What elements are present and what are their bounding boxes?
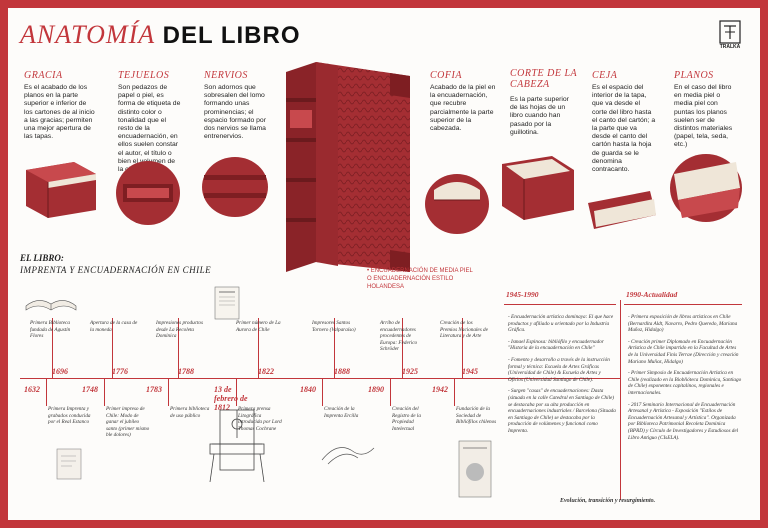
part-text-corte-cabeza: Es la parte superior de las hojas de un … (510, 96, 569, 136)
book-detail-cofia (425, 174, 489, 234)
timeline-tick (112, 318, 113, 378)
timeline-year: 13 de febrero de 1812 (214, 385, 248, 412)
logo-text: TRALKA (719, 44, 741, 50)
timeline-tick (322, 378, 323, 406)
timeline-tick (168, 378, 169, 406)
part-heading-planos: PLANOS (674, 70, 714, 81)
part-text-ceja: Es el espacio del interior de la tapa, q… (592, 84, 656, 174)
section-subtitle: IMPRENTA Y ENCUADERNACIÓN EN CHILE (20, 265, 212, 275)
title-italic: ANATOMÍA (20, 20, 156, 49)
part-text-gracia: Es el acabado de los planos en la parte … (24, 84, 95, 141)
period-items-1945-1990: - Encuadernación artística dominaya: El … (508, 314, 616, 440)
timeline-year: 1888 (334, 367, 350, 376)
period-heading-1990-actualidad: 1990-Actualidad (626, 290, 678, 299)
printing-press-sketch (209, 409, 265, 483)
section-heading: EL LIBRO: IMPRENTA Y ENCUADERNACIÓN EN C… (20, 252, 211, 276)
title-bold: DEL LIBRO (162, 22, 301, 49)
timeline-tick (236, 378, 237, 406)
timeline-year: 1822 (258, 367, 274, 376)
document-sketch (56, 448, 82, 480)
book-detail-nervios (202, 157, 268, 217)
part-heading-cofia: COFIA (430, 70, 462, 81)
timeline-tick (178, 318, 179, 378)
timeline-event: Creación de la Imprenta Ercilla (324, 406, 359, 419)
timeline-year: 1890 (368, 385, 384, 394)
timeline-year: 1945 (462, 367, 478, 376)
aurora-chile-sketch (214, 286, 240, 320)
timeline-event: Impresores Santos Tornero (Valparaíso) (312, 320, 356, 333)
period-item: - Primera exposición de libros artístico… (628, 314, 738, 334)
part-heading-ceja: CEJA (592, 70, 618, 81)
timeline-tick (104, 378, 105, 406)
timeline-event: Primera Imprenta y grabados conducida po… (48, 406, 91, 426)
timeline-year: 1925 (402, 367, 418, 376)
period-item: - Surgen "casas" de encuadernaciones: Da… (508, 388, 616, 434)
part-text-nervios: Son adornos que sobresalen del lomo form… (204, 84, 266, 141)
book-detail-tejuelos (116, 161, 180, 225)
timeline-year: 1783 (146, 385, 162, 394)
logo: TRALKA (715, 20, 745, 56)
timeline-tick (258, 318, 259, 378)
timeline-event: Primera biblioteca de uso público (170, 406, 210, 419)
timeline-tick (454, 378, 455, 406)
timeline-tick (52, 318, 53, 378)
timeline-event: Fundación de la Sociedad de Bibliófilos … (456, 406, 497, 426)
timeline-tick (462, 318, 463, 378)
timeline-tick (402, 318, 403, 378)
book-caption: • ENCUADERNACIÓN DE MEDIA PIEL O ENCUADE… (367, 268, 473, 290)
open-book-sketch (25, 300, 77, 311)
timeline-event: Primera prensa Litográfica introducida p… (238, 406, 282, 432)
timeline-event: Primer número de La Aurora de Chile (236, 320, 281, 333)
period-items-1990-actualidad: - Primera exposición de libros artístico… (628, 314, 742, 446)
divider (624, 304, 742, 305)
section-title: EL LIBRO: (20, 253, 64, 263)
divider (504, 304, 616, 305)
period-item: - Fomento y desarrollo a través de la in… (508, 356, 610, 383)
timeline-event: Apertura de la casa de la moneda (90, 320, 138, 333)
timeline-year: 1942 (432, 385, 448, 394)
book-detail-gracia (26, 162, 96, 218)
main-book-illustration (286, 62, 410, 272)
period-item: - 2017 Seminario Internacional de Encuad… (628, 401, 739, 441)
timeline-event: Primer impreso de Chile: Modo de ganar e… (106, 406, 150, 439)
part-heading-gracia: GRACIA (24, 70, 63, 81)
column-divider (620, 300, 621, 500)
book-detail-planos (670, 154, 742, 222)
timeline-axis (20, 378, 620, 379)
part-heading-nervios: NERVIOS (204, 70, 248, 81)
timeline-tick (46, 378, 47, 406)
timeline-year: 1788 (178, 367, 194, 376)
timeline-tick (334, 318, 335, 378)
part-text-cofia: Acabado de la piel en la encuadernación,… (430, 84, 496, 133)
part-heading-corte-cabeza: CORTE DE LA CABEZA (510, 68, 577, 90)
timeline-event: Creación del Registro de la Propiedad In… (392, 406, 421, 432)
logo-icon (719, 20, 741, 44)
timeline-year: 1632 (24, 385, 40, 394)
hands-sketch (321, 447, 375, 465)
timeline-event: Arribo de encuadernadores procedentes de… (380, 320, 418, 353)
timeline-event: Primera Biblioteca fundada de Agustín Fl… (30, 320, 71, 340)
footer-text: Evolución, transición y resurgimiento. (560, 498, 656, 504)
timeline-tick (390, 378, 391, 406)
timeline-event: Impresiones productos desde La Recoleta … (156, 320, 204, 340)
timeline-year: 1748 (82, 385, 98, 394)
part-text-planos: En el caso del libro en media piel o med… (674, 84, 733, 149)
timeline-event: Creación de los Premios Nacionales de Li… (440, 320, 488, 340)
timeline-year: 1696 (52, 367, 68, 376)
book-detail-corte-cabeza (502, 156, 574, 220)
period-item: - Creación primer Diplomado en Encuadern… (628, 338, 739, 365)
period-item: - Ismael Espinosa: bibliófilo y encuader… (508, 338, 604, 352)
timeline-year: 1776 (112, 367, 128, 376)
part-heading-tejuelos: TEJUELOS (118, 70, 170, 81)
page-title: ANATOMÍA DEL LIBRO (20, 20, 301, 50)
book-detail-ceja (588, 191, 656, 229)
period-heading-1945-1990: 1945-1990 (506, 290, 539, 299)
period-item: - Encuadernación artística dominaya: El … (508, 314, 614, 334)
bibliofilos-book-sketch (458, 440, 492, 498)
timeline-year: 1840 (300, 385, 316, 394)
period-item: - Primer Simposio de Encuadernación Artí… (628, 370, 742, 396)
